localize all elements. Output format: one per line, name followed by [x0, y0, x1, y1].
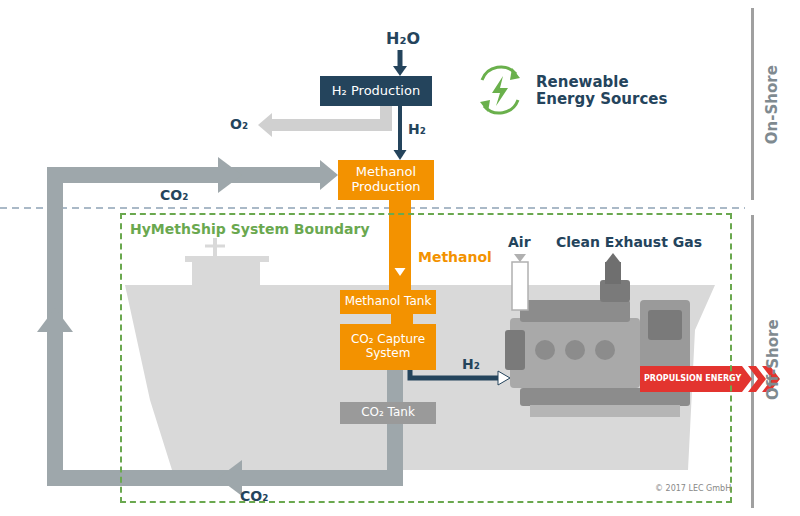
air-intake	[512, 262, 528, 310]
ship-bridge	[192, 258, 260, 286]
hydrogen-arrow	[394, 106, 407, 160]
zone-label: On-Shore	[764, 65, 781, 144]
edge-label: H₂	[408, 121, 426, 137]
ship-bridge-wing	[185, 256, 269, 262]
exhaust-stack	[605, 262, 621, 284]
air-arrow-head	[514, 254, 526, 262]
connector-line	[387, 370, 403, 402]
side-bar	[751, 215, 754, 508]
shore-divider	[0, 207, 745, 209]
arrow-head	[320, 160, 338, 190]
flow-label: Air	[508, 234, 531, 250]
arrow-head	[37, 308, 73, 332]
connector-line	[391, 314, 413, 324]
flow-label: CO₂	[240, 488, 268, 504]
process-box: CO₂ Capture System	[340, 324, 436, 370]
process-box: H₂ Production	[320, 76, 432, 106]
methanol-flow	[402, 314, 403, 324]
tank-box: CO₂ Tank	[340, 402, 436, 424]
box-label: H₂ Production	[332, 84, 420, 99]
flow-label: H₂O	[386, 30, 420, 48]
water-arrow-head	[393, 66, 407, 76]
flow-label: H₂	[462, 356, 480, 372]
oxygen-arrow-head	[258, 113, 272, 137]
propulsion-arrow	[640, 366, 752, 392]
tank-box: Methanol Tank	[340, 290, 436, 314]
copyright-note: © 2017 LEC GmbH	[655, 484, 731, 493]
box-label: CO₂ Tank	[361, 406, 415, 420]
ship-mast	[213, 238, 217, 258]
engine-illustration	[505, 280, 690, 417]
arrow-head	[395, 268, 406, 276]
zone-label: Off-Shore	[764, 320, 781, 401]
arrow-head	[394, 150, 407, 160]
flow-label: Clean Exhaust Gas	[556, 234, 702, 250]
water-arrow	[398, 50, 403, 68]
flow-label: O₂	[230, 116, 248, 132]
renewable-icon	[480, 67, 520, 113]
box-label: Methanol Production	[342, 165, 430, 195]
edge-label: Methanol	[418, 249, 492, 265]
hydrogen-feed-head	[498, 371, 510, 385]
ship-mast	[205, 245, 225, 248]
edge-label: CO₂	[160, 187, 188, 203]
propulsion-label: PROPULSION ENERGY	[644, 374, 741, 383]
propulsion-chevron	[748, 366, 766, 392]
oxygen-band	[270, 119, 392, 131]
co2-flow	[395, 370, 396, 402]
ship-hull	[125, 285, 715, 470]
arrow-head	[218, 157, 242, 193]
side-bar	[751, 8, 754, 200]
arrow-head	[218, 460, 242, 496]
exhaust-arrow-head	[606, 253, 620, 262]
energy-label: Renewable Energy Sources	[536, 74, 686, 109]
box-label: CO₂ Capture System	[344, 333, 432, 361]
process-box: Methanol Production	[338, 160, 434, 200]
connector-line	[398, 106, 402, 150]
box-label: Methanol Tank	[345, 295, 432, 309]
